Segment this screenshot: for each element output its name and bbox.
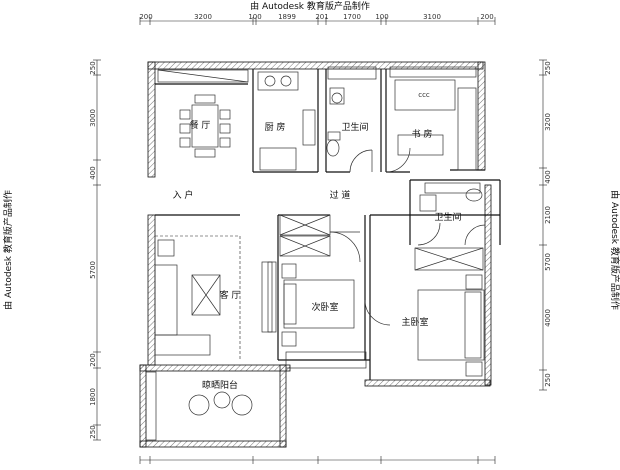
dim-top-4: 1899 bbox=[278, 13, 296, 21]
room-label-balcony: 晾晒阳台 bbox=[202, 379, 238, 391]
balcony-furniture bbox=[145, 371, 253, 441]
dim-left-6: 1800 bbox=[89, 388, 97, 406]
exterior-walls bbox=[139, 61, 492, 448]
watermark-top: 由 Autodesk 教育版产品制作 bbox=[250, 0, 370, 12]
top-dimension-line: 200 3200 100 1899 201 1700 100 3100 200 bbox=[139, 13, 496, 25]
dim-right-4: 2100 bbox=[544, 206, 552, 224]
room-label-bath2: 卫生间 bbox=[434, 211, 461, 223]
bath1-fixtures bbox=[326, 87, 345, 157]
room-label-second-bedroom: 次卧室 bbox=[311, 301, 338, 313]
watermark-left: 由 Autodesk 教育版产品制作 bbox=[2, 190, 14, 310]
dim-top-3: 100 bbox=[248, 13, 261, 21]
interior-walls bbox=[155, 69, 501, 380]
dim-left-5: 200 bbox=[89, 353, 97, 366]
left-dimension-line: 250 3000 400 5700 200 1800 250 bbox=[89, 59, 101, 441]
study-furniture bbox=[394, 79, 456, 156]
room-label-bath1: 卫生间 bbox=[341, 121, 368, 133]
dim-top-8: 3100 bbox=[423, 13, 441, 21]
living-furniture bbox=[154, 235, 277, 360]
bottom-dimension-ticks bbox=[139, 456, 496, 464]
watermark-right: 由 Autodesk 教育版产品制作 bbox=[609, 190, 620, 310]
right-dimension-line: 250 3200 400 2100 5700 4000 250 bbox=[539, 59, 552, 391]
dining-table bbox=[179, 94, 231, 158]
room-label-master-bedroom: 主卧室 bbox=[401, 316, 428, 328]
dim-right-1: 250 bbox=[544, 61, 552, 74]
dim-left-2: 3000 bbox=[89, 109, 97, 127]
dim-top-7: 100 bbox=[375, 13, 388, 21]
bath2-fixtures bbox=[419, 188, 483, 212]
kitchen-fixtures bbox=[257, 71, 316, 171]
study-note: ccc bbox=[418, 91, 430, 99]
dim-left-7: 250 bbox=[89, 425, 97, 438]
dim-top-9: 200 bbox=[480, 13, 493, 21]
dim-right-5: 5700 bbox=[544, 253, 552, 271]
dim-left-1: 250 bbox=[89, 61, 97, 74]
room-label-study: 书 房 bbox=[412, 128, 433, 140]
room-label-dining: 餐 厅 bbox=[190, 119, 211, 131]
dim-right-6: 4000 bbox=[544, 309, 552, 327]
dim-left-3: 400 bbox=[89, 166, 97, 179]
dim-top-6: 1700 bbox=[343, 13, 361, 21]
dim-right-2: 3200 bbox=[544, 113, 552, 131]
room-label-corridor: 过 道 bbox=[330, 189, 351, 201]
dim-top-2: 3200 bbox=[194, 13, 212, 21]
room-label-kitchen: 厨 房 bbox=[265, 121, 286, 133]
dim-right-3: 400 bbox=[544, 170, 552, 183]
dim-top-1: 200 bbox=[139, 13, 152, 21]
dim-top-5: 201 bbox=[315, 13, 328, 21]
cabinets bbox=[157, 66, 484, 369]
dim-right-7: 250 bbox=[544, 373, 552, 386]
doors bbox=[329, 147, 486, 326]
second-bedroom-bed bbox=[281, 263, 355, 347]
dim-left-4: 5700 bbox=[89, 261, 97, 279]
room-label-living: 客 厅 bbox=[220, 289, 241, 301]
master-bedroom-bed bbox=[417, 274, 485, 377]
room-label-entry: 入 户 bbox=[173, 189, 194, 201]
